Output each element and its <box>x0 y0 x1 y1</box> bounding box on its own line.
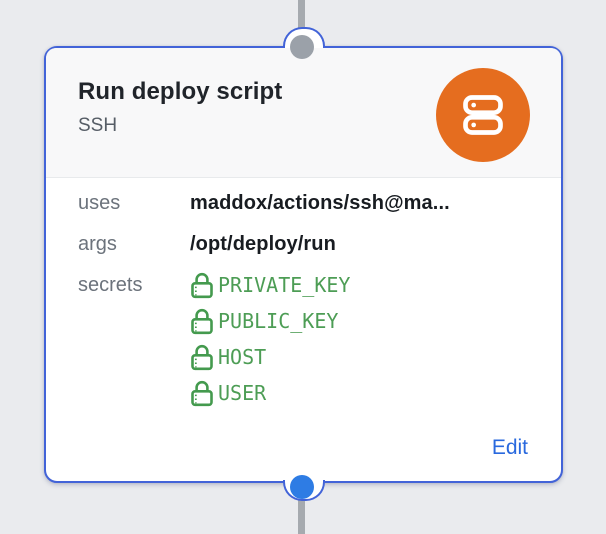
edit-button[interactable]: Edit <box>491 436 528 459</box>
server-icon <box>436 68 530 162</box>
secret-item: USER <box>190 375 350 411</box>
property-label: args <box>78 233 117 255</box>
secret-list: PRIVATE_KEY PUBLIC_KEY <box>190 267 350 411</box>
workflow-node-card[interactable]: Run deploy script SSH uses maddox/action… <box>44 46 563 483</box>
output-port[interactable] <box>290 475 314 499</box>
node-title: Run deploy script <box>78 78 283 105</box>
node-properties: uses maddox/actions/ssh@ma... args /opt/… <box>46 178 561 415</box>
secret-name: USER <box>218 381 267 405</box>
lock-icon <box>191 380 213 406</box>
input-port[interactable] <box>290 35 314 59</box>
secret-item: HOST <box>190 339 350 375</box>
node-header: Run deploy script SSH <box>46 48 561 178</box>
secret-name: PUBLIC_KEY <box>218 309 339 333</box>
lock-icon <box>191 272 213 298</box>
property-row-secrets: secrets PRIVATE_KEY <box>78 272 541 411</box>
secret-item: PRIVATE_KEY <box>190 267 350 303</box>
property-value: maddox/actions/ssh@ma... <box>190 192 450 214</box>
lock-icon <box>191 308 213 334</box>
node-subtitle: SSH <box>78 115 118 136</box>
property-value: /opt/deploy/run <box>190 233 336 255</box>
edge-line-top <box>298 0 305 32</box>
node-footer: Edit <box>46 415 561 481</box>
lock-icon <box>191 344 213 370</box>
property-label: uses <box>78 192 121 214</box>
property-label: secrets <box>78 274 143 296</box>
secret-name: PRIVATE_KEY <box>218 273 351 297</box>
property-row-uses: uses maddox/actions/ssh@ma... <box>78 191 541 215</box>
secret-name: HOST <box>218 345 267 369</box>
secret-item: PUBLIC_KEY <box>190 303 350 339</box>
edge-line-bottom <box>298 500 305 534</box>
property-row-args: args /opt/deploy/run <box>78 232 541 256</box>
